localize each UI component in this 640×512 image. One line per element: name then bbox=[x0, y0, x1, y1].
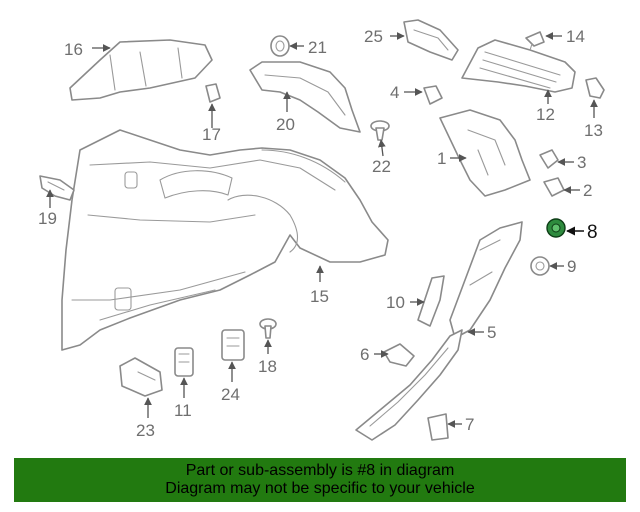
banner-line-part-number: Part or sub-assembly is #8 in diagram bbox=[185, 462, 455, 479]
callout-17: 17 bbox=[202, 125, 221, 144]
part-6-clip bbox=[383, 343, 415, 367]
info-banner: Part or sub-assembly is #8 in diagram Di… bbox=[14, 458, 626, 502]
callout-25: 25 bbox=[364, 27, 383, 46]
parts-diagram: 16 17 19 20 21 22 25 4 14 12 13 1 3 2 8 … bbox=[38, 19, 605, 441]
part-9-grommet bbox=[530, 256, 550, 276]
part-17-clip bbox=[205, 83, 221, 103]
part-23-module bbox=[119, 357, 163, 397]
part-20-upper-trim bbox=[249, 61, 361, 133]
banner-line-disclaimer: Diagram may not be specific to your vehi… bbox=[165, 480, 475, 497]
part-5-pillar-trim bbox=[449, 221, 523, 339]
part-19-trim-piece bbox=[39, 175, 75, 201]
part-12-vent-panel bbox=[461, 39, 576, 93]
part-21-plug bbox=[270, 35, 290, 57]
callout-1: 1 bbox=[437, 149, 446, 168]
part-7-clip bbox=[427, 413, 449, 441]
part-11-connector bbox=[174, 347, 194, 377]
callout-24: 24 bbox=[221, 385, 240, 404]
callout-2: 2 bbox=[583, 181, 592, 200]
callout-18: 18 bbox=[258, 357, 277, 376]
part-16-bracket bbox=[69, 39, 213, 101]
part-2-clip bbox=[543, 177, 565, 197]
callout-6: 6 bbox=[360, 345, 369, 364]
callout-13: 13 bbox=[584, 121, 603, 140]
callout-9: 9 bbox=[567, 257, 576, 276]
callout-16: 16 bbox=[64, 40, 83, 59]
callout-14: 14 bbox=[566, 27, 585, 46]
part-24-connector bbox=[221, 329, 245, 361]
part-25-handle bbox=[403, 19, 459, 61]
part-3-clip bbox=[539, 149, 559, 169]
callout-7: 7 bbox=[465, 415, 474, 434]
part-4-grommet bbox=[423, 85, 443, 105]
callout-4: 4 bbox=[390, 83, 399, 102]
callout-23: 23 bbox=[136, 421, 155, 440]
callout-8-highlighted: 8 bbox=[587, 222, 598, 243]
callout-11: 11 bbox=[174, 401, 192, 420]
part-1-inner-bracket bbox=[439, 109, 531, 197]
callout-leaders bbox=[46, 32, 598, 428]
callout-3: 3 bbox=[577, 153, 586, 172]
callout-21: 21 bbox=[308, 38, 327, 57]
part-13-bracket bbox=[585, 77, 605, 99]
part-15-quarter-trim-panel bbox=[61, 129, 389, 351]
callout-labels: 16 17 19 20 21 22 25 4 14 12 13 1 3 2 8 … bbox=[38, 27, 603, 440]
part-18-push-pin bbox=[259, 318, 277, 339]
callout-10: 10 bbox=[386, 293, 405, 312]
part-10-panel bbox=[417, 275, 445, 327]
callout-5: 5 bbox=[487, 323, 496, 342]
part-8-highlighted-clip bbox=[546, 218, 566, 238]
callout-20: 20 bbox=[276, 115, 295, 134]
part-22-push-pin bbox=[370, 120, 390, 141]
callout-22: 22 bbox=[372, 157, 391, 176]
callout-19: 19 bbox=[38, 209, 57, 228]
callout-15: 15 bbox=[310, 287, 329, 306]
callout-12: 12 bbox=[536, 105, 555, 124]
part-14-screw bbox=[525, 31, 545, 51]
sill-trim-plate bbox=[355, 329, 463, 441]
